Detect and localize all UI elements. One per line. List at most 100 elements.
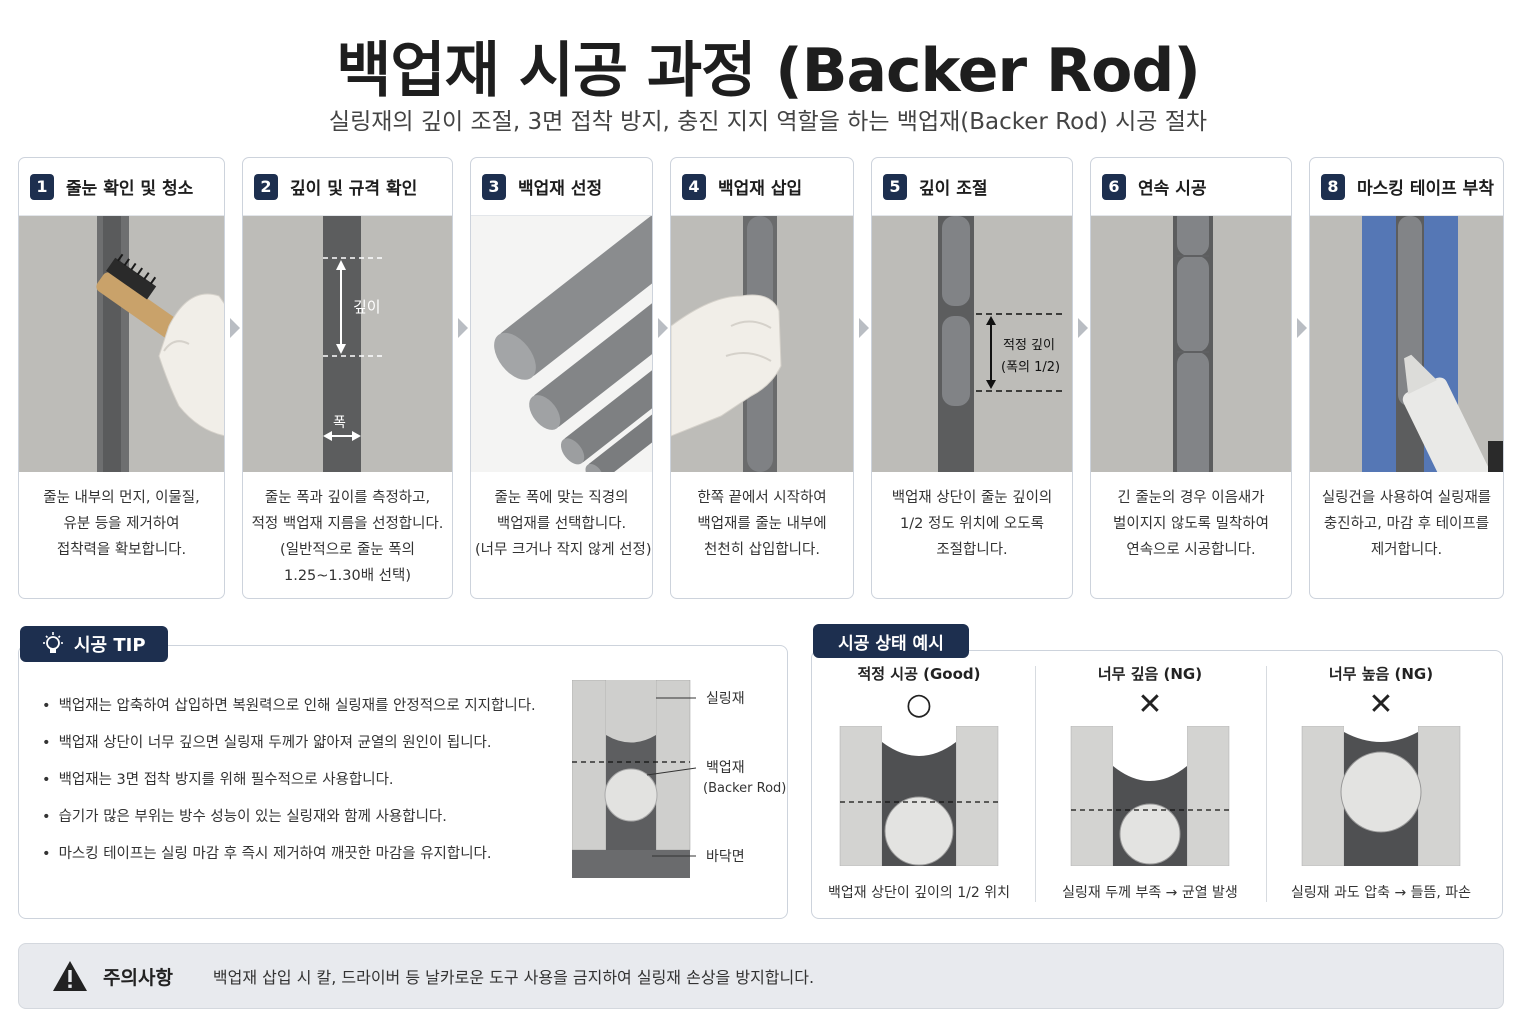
- step-card-6: 6 연속 시공 긴 줄눈의 경우 이음새가 벌이지지 않도록 밀착하여 연속으로…: [1090, 157, 1292, 599]
- step-title: 백업재 삽입: [718, 179, 803, 199]
- step-number: 8: [1321, 173, 1345, 200]
- step-header: 5 깊이 조절: [872, 158, 1072, 216]
- example-caption: 백업재 상단이 깊이의 1/2 위치: [827, 885, 1010, 901]
- step-header: 8 마스킹 테이프 부착: [1310, 158, 1503, 216]
- cross-mark-icon: ✕: [1368, 687, 1394, 722]
- too-deep-section-diagram: [1070, 726, 1230, 866]
- step-header: 3 백업재 선정: [471, 158, 652, 216]
- step-image-measure: 깊이 폭: [243, 216, 452, 472]
- too-high-section-diagram: [1301, 726, 1461, 866]
- step-card-8: 8 마스킹 테이프 부착 실링건을 사용하여 실링재를 충진하고, 마감 후 테…: [1309, 157, 1504, 599]
- divider: [1035, 666, 1036, 902]
- floor-label: 바닥면: [706, 849, 745, 865]
- chevron-right-icon: [1078, 318, 1088, 338]
- step-title: 백업재 선정: [518, 179, 603, 199]
- step-header: 2 깊이 및 규격 확인: [243, 158, 452, 216]
- tip-item: 습기가 많은 부위는 방수 성능이 있는 실링재와 함께 사용합니다.: [42, 799, 562, 836]
- warning-icon: [53, 961, 87, 991]
- example-caption: 실링재 과도 압축 → 들뜸, 파손: [1290, 885, 1472, 901]
- joint-section-diagram: 실링재 백업재 (Backer Rod) 바닥면: [571, 679, 786, 884]
- desc-line: 백업재를 줄눈 내부에: [697, 516, 827, 532]
- desc-line: 접착력을 확보합니다.: [56, 542, 187, 558]
- step-image-rods: [471, 216, 652, 472]
- chevron-right-icon: [458, 318, 468, 338]
- desc-line: 조절합니다.: [936, 542, 1008, 558]
- desc-line: 충진하고, 마감 후 테이프를: [1323, 516, 1490, 532]
- examples-tab: 시공 상태 예시: [813, 624, 969, 658]
- step-description: 줄눈 내부의 먼지, 이물질, 유분 등을 제거하여 접착력을 확보합니다.: [19, 472, 224, 563]
- step-number: 5: [883, 173, 907, 200]
- example-title: 너무 깊음 (NG): [1097, 665, 1203, 683]
- step-card-4: 4 백업재 삽입 한쪽 끝에서 시작하여 백업재를 줄눈 내부에 천천히 삽입합…: [670, 157, 854, 599]
- step-description: 줄눈 폭과 깊이를 측정하고, 적정 백업재 지름을 선정합니다. (일반적으로…: [243, 472, 452, 589]
- example-title: 적정 시공 (Good): [857, 665, 981, 683]
- tip-item: 백업재 상단이 너무 깊으면 실링재 두께가 얇아져 균열의 원인이 됩니다.: [42, 725, 562, 762]
- desc-line: 줄눈 내부의 먼지, 이물질,: [43, 490, 200, 506]
- step-header: 6 연속 시공: [1091, 158, 1291, 216]
- desc-line: 유분 등을 제거하여: [63, 516, 180, 532]
- backer-label: 백업재: [706, 760, 745, 776]
- desc-line: 줄눈 폭과 깊이를 측정하고,: [264, 490, 431, 506]
- step-title: 깊이 및 규격 확인: [290, 179, 418, 199]
- example-title: 너무 높음 (NG): [1328, 665, 1434, 683]
- step-image-insert: [671, 216, 853, 472]
- cross-mark-icon: ✕: [1137, 687, 1163, 722]
- desc-line: 1.25~1.30배 선택): [283, 568, 411, 584]
- step-title: 마스킹 테이프 부착: [1357, 179, 1494, 199]
- chevron-right-icon: [658, 318, 668, 338]
- sealant-label: 실링재: [706, 691, 745, 707]
- tip-label: 시공 TIP: [74, 635, 146, 656]
- tip-list: 백업재는 압축하여 삽입하면 복원력으로 인해 실링재를 안정적으로 지지합니다…: [42, 688, 562, 873]
- desc-line: (일반적으로 줄눈 폭의: [280, 542, 415, 558]
- step-title: 연속 시공: [1138, 179, 1207, 199]
- step-description: 줄눈 폭에 맞는 직경의 백업재를 선택합니다. (너무 크거나 작지 않게 선…: [471, 472, 652, 563]
- step-description: 한쪽 끝에서 시작하여 백업재를 줄눈 내부에 천천히 삽입합니다.: [671, 472, 853, 563]
- desc-line: 백업재 상단이 줄눈 깊이의: [891, 490, 1053, 506]
- step-header: 1 줄눈 확인 및 청소: [19, 158, 224, 216]
- example-too-deep: 너무 깊음 (NG) ✕ 실링재 두께 부족 → 균열 발생: [1035, 662, 1265, 901]
- backer-en-label: (Backer Rod): [703, 781, 787, 796]
- desc-line: 줄눈 폭에 맞는 직경의: [494, 490, 629, 506]
- caution-text: 백업재 삽입 시 칼, 드라이버 등 날카로운 도구 사용을 금지하여 실링재 …: [212, 968, 815, 987]
- step-title: 줄눈 확인 및 청소: [66, 179, 194, 199]
- step-title: 깊이 조절: [919, 179, 988, 199]
- step-card-1: 1 줄눈 확인 및 청소: [18, 157, 225, 599]
- step-card-2: 2 깊이 및 규격 확인 깊이 폭 줄눈 폭과 깊이를 측정하고, 적정 백업재…: [242, 157, 453, 599]
- step-number: 3: [482, 173, 506, 200]
- step-cards: 1 줄눈 확인 및 청소: [18, 157, 1504, 599]
- circle-mark-icon: ○: [905, 687, 933, 722]
- step-description: 실링건을 사용하여 실링재를 충진하고, 마감 후 테이프를 제거합니다.: [1310, 472, 1503, 563]
- page-subtitle: 실링재의 깊이 조절, 3면 접착 방지, 충진 지지 역할을 하는 백업재(B…: [328, 109, 1208, 135]
- step-header: 4 백업재 삽입: [671, 158, 853, 216]
- desc-line: 천천히 삽입합니다.: [704, 542, 820, 558]
- tip-tab: 시공 TIP: [20, 626, 168, 662]
- step-description: 긴 줄눈의 경우 이음새가 벌이지지 않도록 밀착하여 연속으로 시공합니다.: [1091, 472, 1291, 563]
- desc-line: 백업재를 선택합니다.: [496, 516, 627, 532]
- step-image-cleaning: [19, 216, 224, 472]
- page-title: 백업재 시공 과정 (Backer Rod): [336, 36, 1201, 106]
- step-image-masking: [1310, 216, 1503, 472]
- desc-line: 한쪽 끝에서 시작하여: [697, 490, 827, 506]
- chevron-right-icon: [230, 318, 240, 338]
- desc-line: (너무 크거나 작지 않게 선정): [475, 542, 652, 558]
- example-too-high: 너무 높음 (NG) ✕ 실링재 과도 압축 → 들뜸, 파손: [1266, 662, 1496, 901]
- example-good: 적정 시공 (Good) ○ 백업재 상단이 깊이의 1/2 위치: [804, 662, 1034, 901]
- chevron-right-icon: [1297, 318, 1307, 338]
- step-number: 6: [1102, 173, 1126, 200]
- step-image-continuous: [1091, 216, 1291, 472]
- step-number: 4: [682, 173, 706, 200]
- desc-line: 긴 줄눈의 경우 이음새가: [1117, 490, 1265, 506]
- desc-line: 제거합니다.: [1370, 542, 1443, 558]
- divider: [1266, 666, 1267, 902]
- step-description: 백업재 상단이 줄눈 깊이의 1/2 정도 위치에 오도록 조절합니다.: [872, 472, 1072, 563]
- step-card-5: 5 깊이 조절 적정 깊이 (폭의 1/2) 백업재 상단이 줄눈 깊이의 1/…: [871, 157, 1073, 599]
- tip-item: 마스킹 테이프는 실링 마감 후 즉시 제거하여 깨끗한 마감을 유지합니다.: [42, 836, 562, 873]
- good-section-diagram: [839, 726, 999, 866]
- chevron-right-icon: [859, 318, 869, 338]
- depth-label: 깊이: [353, 298, 381, 316]
- depth-label: 적정 깊이: [1003, 338, 1055, 353]
- lightbulb-icon: [43, 632, 63, 653]
- desc-line: 실링건을 사용하여 실링재를: [1321, 490, 1492, 506]
- step-number: 2: [254, 173, 278, 200]
- depth-sub-label: (폭의 1/2): [1001, 360, 1061, 375]
